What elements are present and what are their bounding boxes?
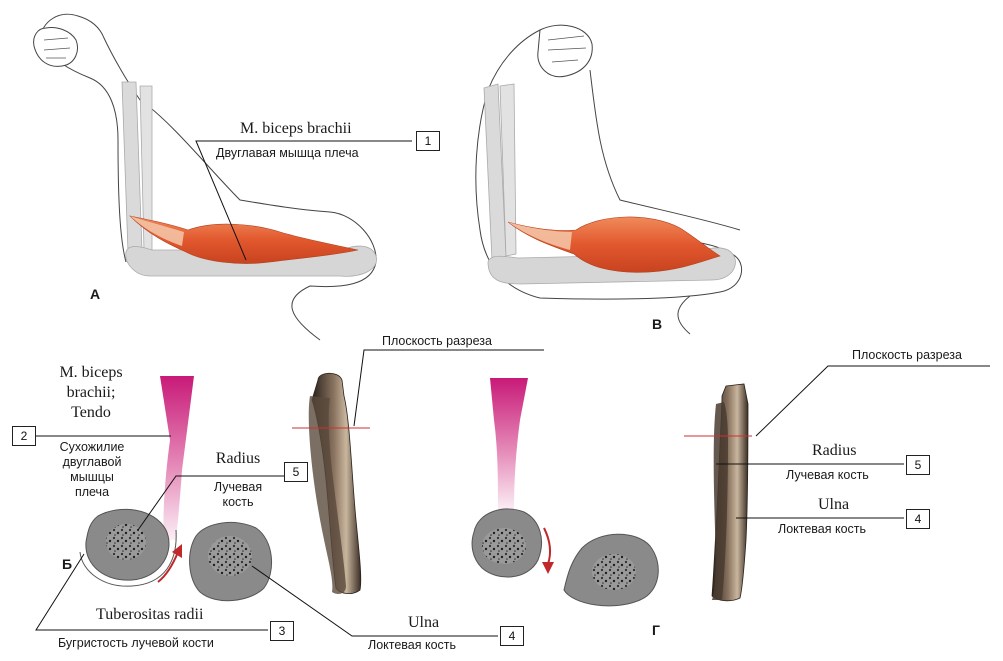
- label-section-plane-g: Плоскость разреза: [852, 348, 962, 362]
- label-tuberositas-latin: Tuberositas radii: [96, 606, 203, 624]
- label-ulna-latin-b: Ulna: [408, 614, 439, 632]
- arm-flexed: [476, 25, 742, 334]
- number-box-2: 2: [12, 426, 36, 446]
- number-box-3: 3: [270, 621, 294, 641]
- number-box-5-g: 5: [906, 455, 930, 475]
- label-radius-latin-b: Radius: [198, 450, 278, 468]
- label-tendon-ru-2: двуглавой: [42, 455, 142, 469]
- label-tendon-ru-4: плеча: [42, 485, 142, 499]
- number-box-4-b: 4: [500, 626, 524, 646]
- label-tendon-latin-3: Tendo: [48, 404, 134, 422]
- label-tendon-ru-3: мышцы: [42, 470, 142, 484]
- panel-g-drawing: [472, 366, 990, 606]
- label-radius-ru-g: Лучевая кость: [786, 468, 869, 482]
- label-tuberositas-ru: Бугристость лучевой кости: [58, 636, 214, 650]
- label-tendon-ru-1: Сухожилие: [42, 440, 142, 454]
- number-box-4-g: 4: [906, 509, 930, 529]
- label-ulna-ru-b: Локтевая кость: [368, 638, 456, 652]
- panel-letter-b: Б: [62, 556, 72, 572]
- number-box-1: 1: [416, 131, 440, 151]
- label-radius-ru-2-b: кость: [198, 495, 278, 509]
- label-biceps-ru: Двуглавая мышца плеча: [216, 146, 359, 160]
- label-radius-ru-1-b: Лучевая: [198, 480, 278, 494]
- label-ulna-ru-g: Локтевая кость: [778, 522, 866, 536]
- label-tendon-latin-2: brachii;: [48, 384, 134, 402]
- label-biceps-latin: M. biceps brachii: [240, 120, 352, 138]
- label-ulna-latin-g: Ulna: [818, 496, 849, 514]
- label-section-plane-b: Плоскость разреза: [382, 334, 492, 348]
- panel-letter-a: А: [90, 286, 100, 302]
- label-radius-latin-g: Radius: [812, 442, 856, 460]
- panel-letter-v: В: [652, 316, 662, 332]
- panel-letter-g: Г: [652, 622, 660, 638]
- number-box-5-b: 5: [284, 462, 308, 482]
- label-tendon-latin-1: M. biceps: [48, 364, 134, 382]
